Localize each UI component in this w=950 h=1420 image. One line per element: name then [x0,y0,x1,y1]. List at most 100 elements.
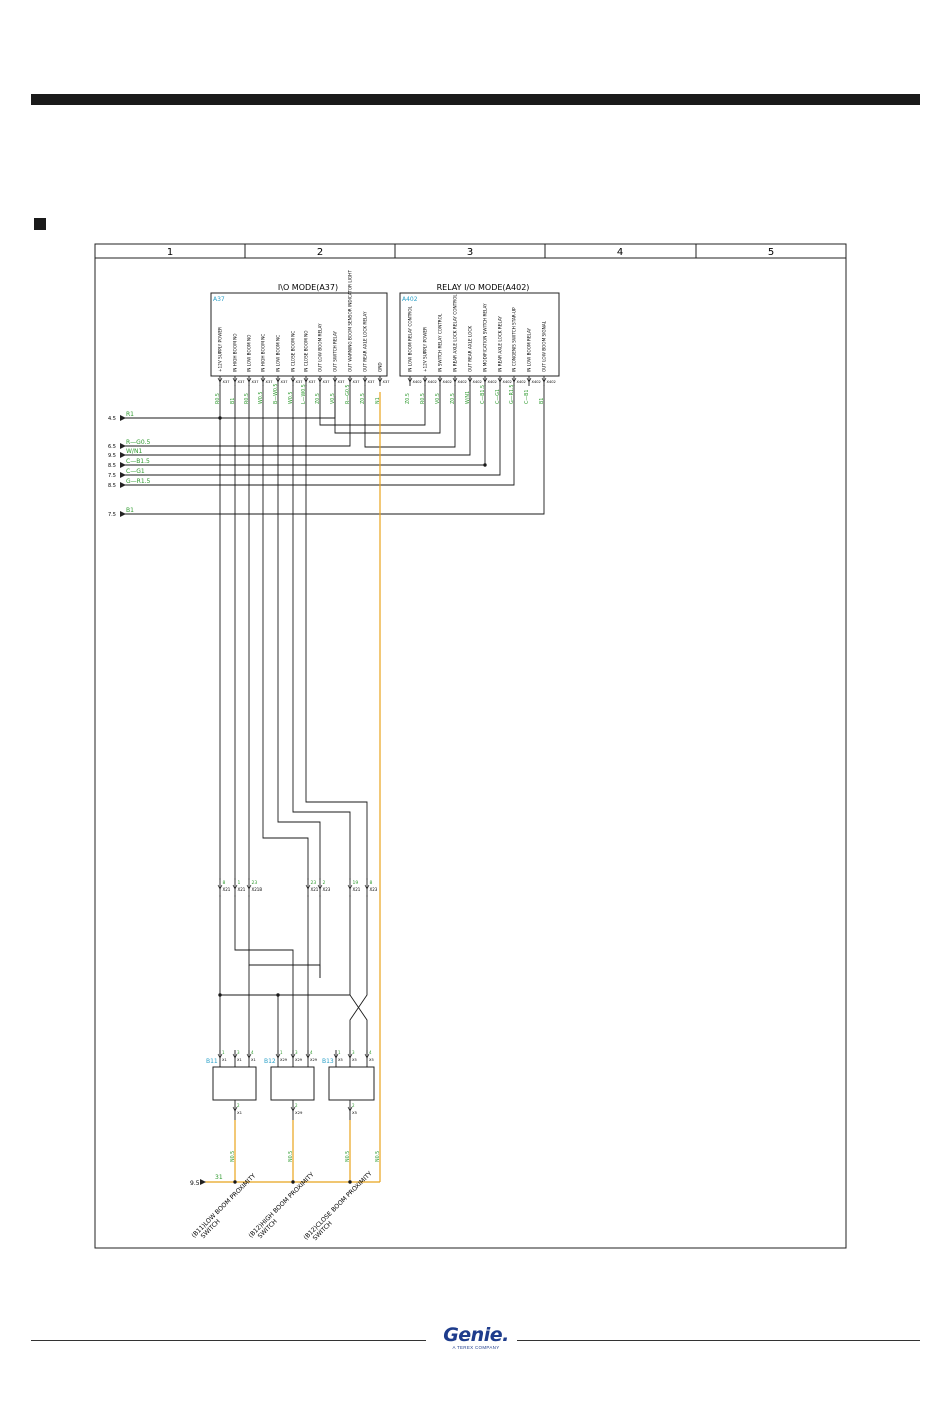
wires-ground [205,392,381,1183]
brand-tagline: A TEREX COMPANY [452,1345,500,1350]
connector-pin-icon [364,1053,370,1059]
bus-arrow-icon [120,482,126,488]
wire-code: W0.5 [288,392,294,404]
section-bullet [34,218,46,230]
module-a37-ref: A37 [213,296,225,303]
wire-code: Z0.5 [450,393,456,404]
connector-ref: X402 [413,380,422,384]
switch-conn-ref: X5 [352,1110,358,1115]
switch-pin-num: 1 [280,1050,283,1055]
switch-conn-ref: X29 [295,1058,303,1062]
connector-pin-icon [305,884,311,890]
proximity-switches: B111X13X14X12X1N0.5B121X293X294X292X29N0… [206,1050,381,1162]
wire-code: R0.5 [244,393,250,404]
module-a37-pin-label: +12V SUPPLY POWER [218,327,223,372]
connector-pin-icon [347,1106,353,1112]
bus-ref: 7.5 [108,512,116,518]
connector-ref: X402 [473,380,482,384]
bus-arrow-icon [120,511,126,517]
mid-connector-num: 2 [323,880,326,886]
module-a402-pin-label: OUT REAR AXLE LOCK [468,326,473,372]
switch-pin-num: 4 [369,1050,372,1055]
ground-bus: 9.5 31 [190,1174,223,1187]
wire-code: B1 [230,398,236,404]
connector-ref: X37 [296,380,303,384]
mid-connector-num: 19 [353,880,359,886]
column-label: 2 [317,247,323,258]
wire-code: N0.5 [230,1151,236,1162]
bus-gr15 [120,385,515,486]
bus-wire-label: R—G0.5 [126,439,151,446]
connector-pin-icon [275,1053,281,1059]
module-a37-pin-label: OUT LOW BOOM RELAY [318,323,323,372]
wire-code: R0.5 [215,393,221,404]
switch-ref: B12 [264,1058,276,1065]
wire-code: L—W0.5 [301,384,307,404]
switch-conn-ref: X5 [352,1058,357,1062]
switch-pin-num: 2 [295,1103,298,1108]
bus-ref: 9.5 [108,453,116,459]
wire-code: B—W0.5 [273,384,279,404]
connector-pin-icon [290,1106,296,1112]
connector-ref: X402 [443,380,452,384]
module-a402: RELAY I/O MODE(A402) A402 IN LOW BOOM RE… [399,283,560,377]
connector-pin-icon [347,884,353,890]
connector-pin-icon [333,1053,339,1059]
module-a402-ref: A402 [402,296,418,303]
module-a402-pin-label: +12V SUPPLY POWER [423,327,428,372]
bus-cg1 [120,385,501,476]
switch-conn-ref: X5 [338,1058,343,1062]
switch-pin-num: 2 [237,1103,240,1108]
mid-connector-ref: X23 [370,887,378,892]
module-a37-pin-label: IN HIGH BOOM NC [261,334,266,372]
mid-connector-num: 1 [238,880,241,886]
connector-ref: X37 [281,380,288,384]
link-z05-rear [364,385,456,448]
wire-code: N1 [375,397,381,404]
switch-b12-body [270,1066,315,1101]
ground-ref: 9.5 [190,1180,200,1187]
module-a402-pin-label: IN LOW BOOM RELAY [527,327,532,372]
genie-logo: Genie. A TEREX COMPANY [436,1325,516,1351]
connector-layer: X37R0.5X37B1X37R0.5X37W0.5X37B—W0.5X37W0… [215,376,556,404]
wire-code: Z0.5 [315,393,321,404]
switch-conn-ref: X1 [251,1058,256,1062]
bus-arrow-icon [120,443,126,449]
connector-ref: X402 [428,380,437,384]
switch-conn-ref: X1 [237,1110,243,1115]
mid-connector-ref: X23 [323,887,331,892]
switch-conn-ref: X29 [280,1058,288,1062]
bus-rg05 [120,385,351,447]
bus-ref: 8.5 [108,483,116,489]
wire-code: V0.5 [330,393,336,404]
switch-pin-num: 1 [222,1050,225,1055]
wire-code: C—B1.5 [480,385,486,404]
connector-pin-icon [246,1053,252,1059]
link-z05 [319,385,426,426]
connector-ref: X402 [517,380,526,384]
wire-code: N0.5 [345,1151,351,1162]
wire-code: G—R1.5 [509,385,515,404]
module-a402-pin-label: IN CONGENIS SWITCH STAR-UP [512,307,517,372]
module-a37-pin-label: IN CLOSE BOOM NO [304,330,309,372]
wire-code: C—B1 [524,390,530,405]
bus-wire-label: C—G1 [126,468,145,475]
switch-ref: B13 [322,1058,334,1065]
column-label: 5 [768,247,774,258]
module-a402-pin-label: IN LOW BOOM RELAY CONTROL [408,305,413,372]
switch-pin-num: 3 [295,1050,298,1055]
switch-pin-num: 3 [352,1050,355,1055]
wire-code: Z0.5 [360,393,366,404]
mid-connector-ref: X21 [223,887,231,892]
ground-wire-label: 31 [215,1174,223,1181]
module-a37-pin-label: IN LOW BOOM NO [247,334,252,372]
switch-pin-num: 4 [251,1050,254,1055]
connector-ref: X37 [223,380,230,384]
connector-ref: X37 [383,380,390,384]
connector-pin-icon [217,884,223,890]
bus-arrow-icon [120,415,126,421]
switch-pin-num: 2 [352,1103,355,1108]
